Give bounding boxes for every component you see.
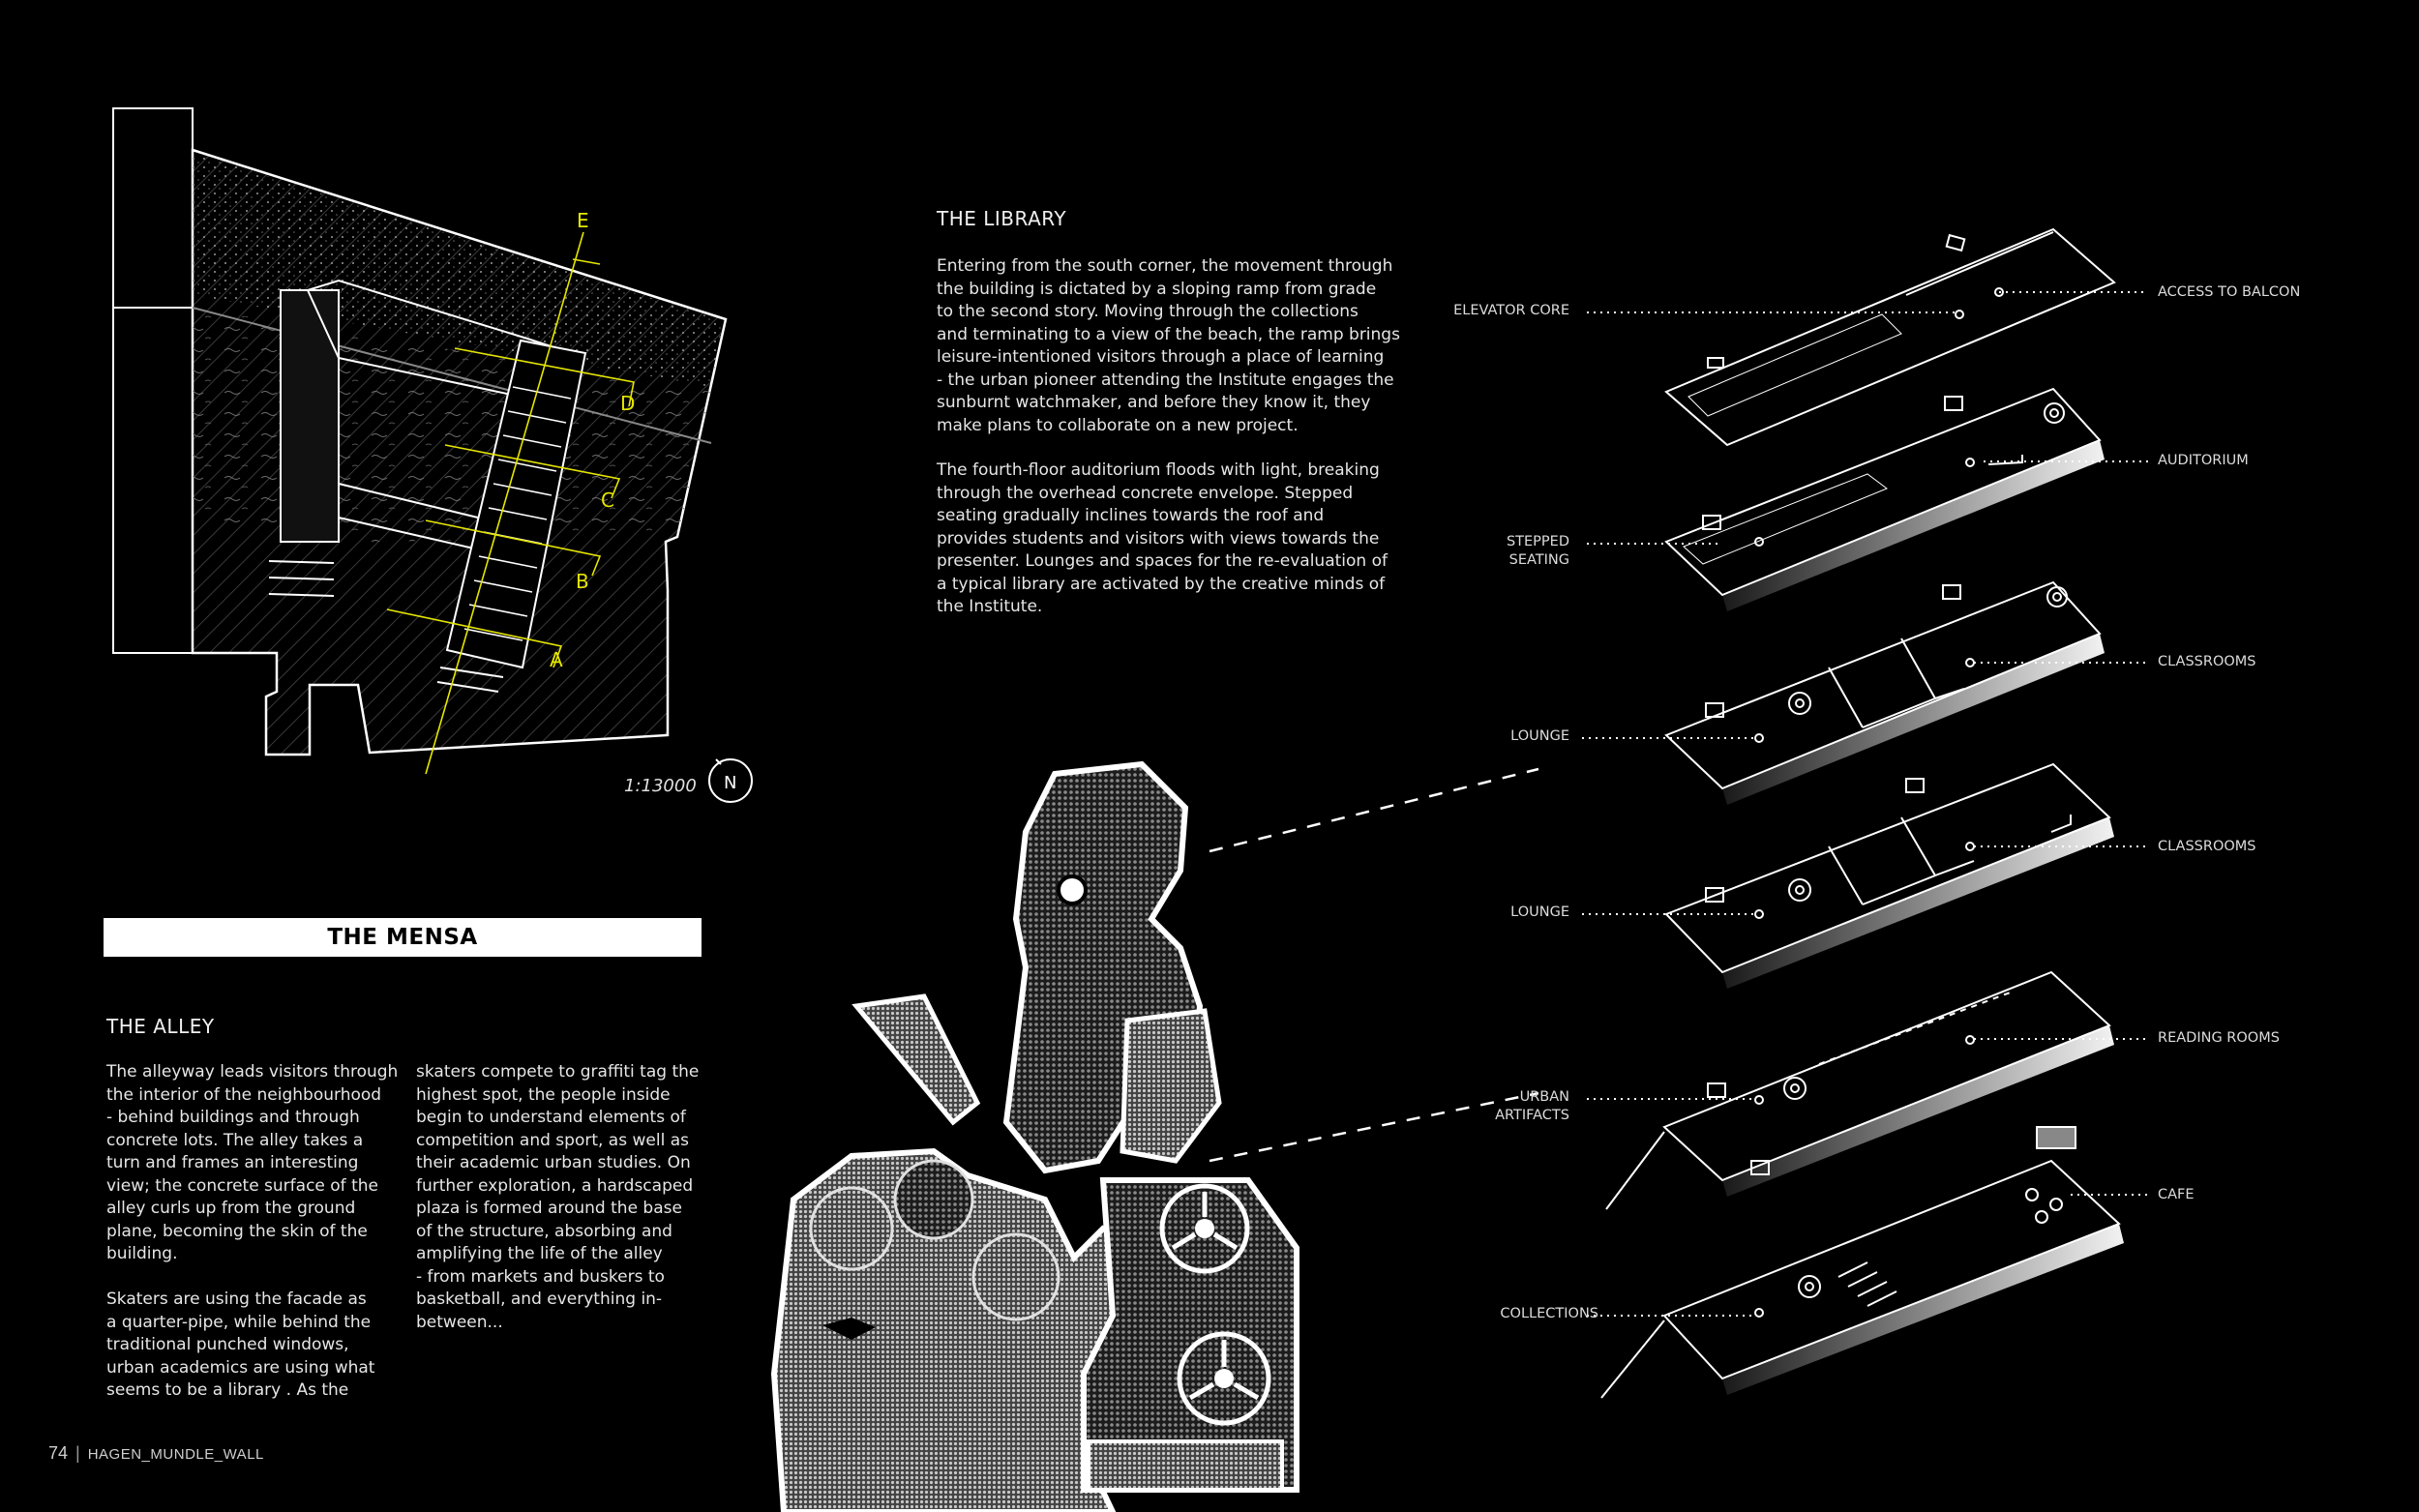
alley-heading: THE ALLEY <box>106 1015 215 1038</box>
label-access-to-balcony: ACCESS TO BALCON <box>2158 284 2301 300</box>
label-cafe: CAFE <box>2158 1187 2195 1202</box>
floor-cafe <box>1600 1126 2121 1399</box>
svg-text:N: N <box>724 773 736 793</box>
label-stepped-seating: STEPPED SEATING <box>1506 534 1569 568</box>
floor-classrooms-1 <box>1664 580 2102 790</box>
library-heading: THE LIBRARY <box>937 207 1067 230</box>
label-classrooms-2: CLASSROOMS <box>2158 839 2256 854</box>
north-arrow-icon: N <box>708 758 753 803</box>
page-number: 74 <box>48 1443 69 1463</box>
label-auditorium: AUDITORIUM <box>2158 453 2249 468</box>
floor-auditorium <box>1664 387 2102 597</box>
label-lounge-1: LOUNGE <box>1510 728 1569 744</box>
label-urban-artifacts: URBAN ARTIFACTS <box>1495 1089 1569 1123</box>
label-lounge-2: LOUNGE <box>1510 904 1569 920</box>
section-label-b: B <box>576 570 589 593</box>
label-elevator-core: ELEVATOR CORE <box>1453 303 1569 318</box>
alley-column-2: skaters compete to graffiti tag the high… <box>416 1062 700 1332</box>
library-paragraph-2: The fourth-floor auditorium floods with … <box>937 460 1388 616</box>
page-footer: 74 | HAGEN_MUNDLE_WALL <box>48 1443 264 1464</box>
library-paragraph-1: Entering from the south corner, the move… <box>937 256 1400 435</box>
label-reading-rooms: READING ROOMS <box>2158 1030 2280 1046</box>
author-names: HAGEN_MUNDLE_WALL <box>87 1446 264 1463</box>
section-label-e: E <box>577 209 589 232</box>
label-collections: COLLECTIONS <box>1500 1306 1598 1321</box>
scale-label: 1:13000 <box>624 776 697 796</box>
footer-separator: | <box>75 1443 80 1463</box>
site-plan: E D C B A 1:13000 N <box>112 107 753 803</box>
section-label-c: C <box>601 489 614 512</box>
label-classrooms-1: CLASSROOMS <box>2158 654 2256 669</box>
floor-classrooms-2 <box>1664 762 2111 974</box>
section-label-d: D <box>620 392 635 415</box>
kids-group <box>770 1147 1160 1512</box>
mensa-title-bar: THE MENSA <box>104 918 702 957</box>
floor-reading-rooms <box>1605 970 2111 1210</box>
reader-figure <box>1002 760 1204 1174</box>
floor-roof <box>1664 227 2116 447</box>
section-label-a: A <box>550 648 563 671</box>
film-projector <box>1081 1177 1299 1493</box>
alley-column-1: The alleyway leads visitors through the … <box>106 1062 399 1400</box>
